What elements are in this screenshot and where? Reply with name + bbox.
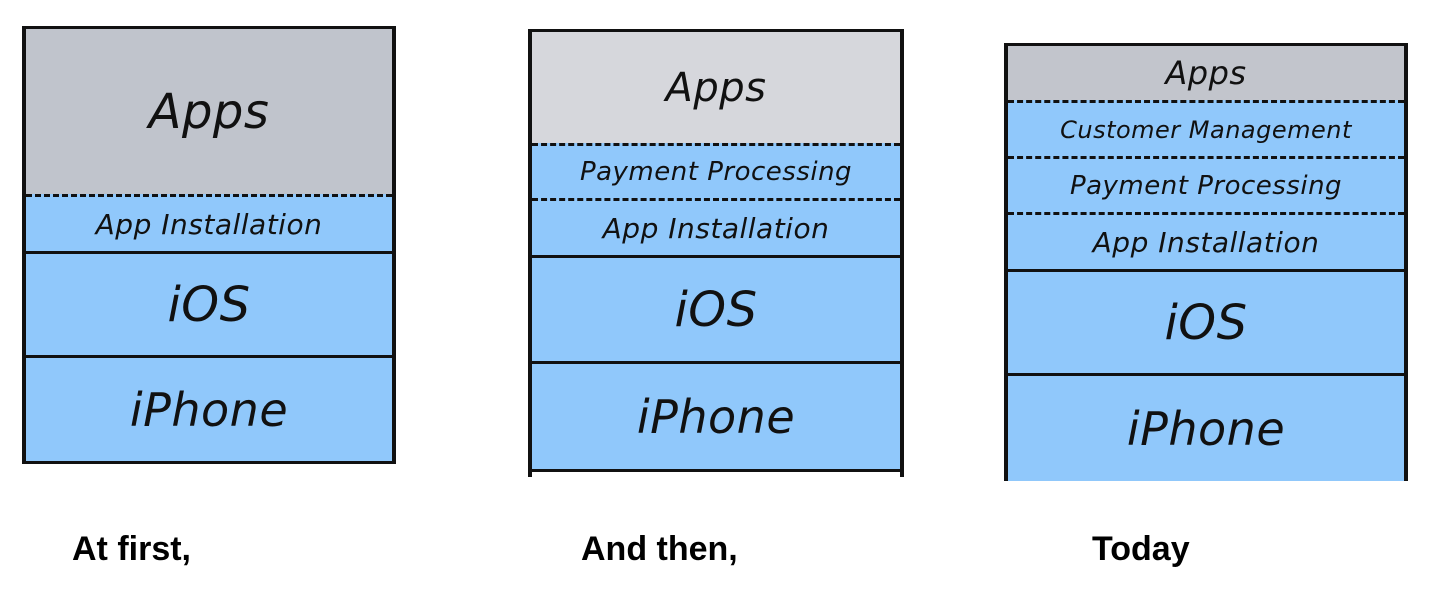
layer-apps: Apps xyxy=(1008,46,1404,100)
layer-customer-management: Customer Management xyxy=(1008,100,1404,156)
layer-payment-processing: Payment Processing xyxy=(1008,156,1404,212)
caption-today: Today xyxy=(1092,530,1190,568)
layer-ios: iOS xyxy=(1008,269,1404,373)
layer-apps: Apps xyxy=(26,29,392,194)
layer-app-installation: App Installation xyxy=(26,194,392,251)
stack-diagram-and-then: Apps Payment Processing App Installation… xyxy=(528,29,904,477)
layer-iphone: iPhone xyxy=(532,361,900,472)
stack-diagram-at-first: Apps App Installation iOS iPhone xyxy=(22,26,396,464)
caption-at-first: At first, xyxy=(72,530,191,568)
stack-diagram-today: Apps Customer Management Payment Process… xyxy=(1004,43,1408,481)
caption-and-then: And then, xyxy=(581,530,738,568)
layer-iphone: iPhone xyxy=(1008,373,1404,481)
layer-app-installation: App Installation xyxy=(1008,212,1404,269)
layer-ios: iOS xyxy=(532,255,900,361)
layer-payment-processing: Payment Processing xyxy=(532,143,900,198)
layer-iphone: iPhone xyxy=(26,355,392,461)
layer-apps: Apps xyxy=(532,32,900,143)
layer-ios: iOS xyxy=(26,251,392,355)
layer-app-installation: App Installation xyxy=(532,198,900,255)
